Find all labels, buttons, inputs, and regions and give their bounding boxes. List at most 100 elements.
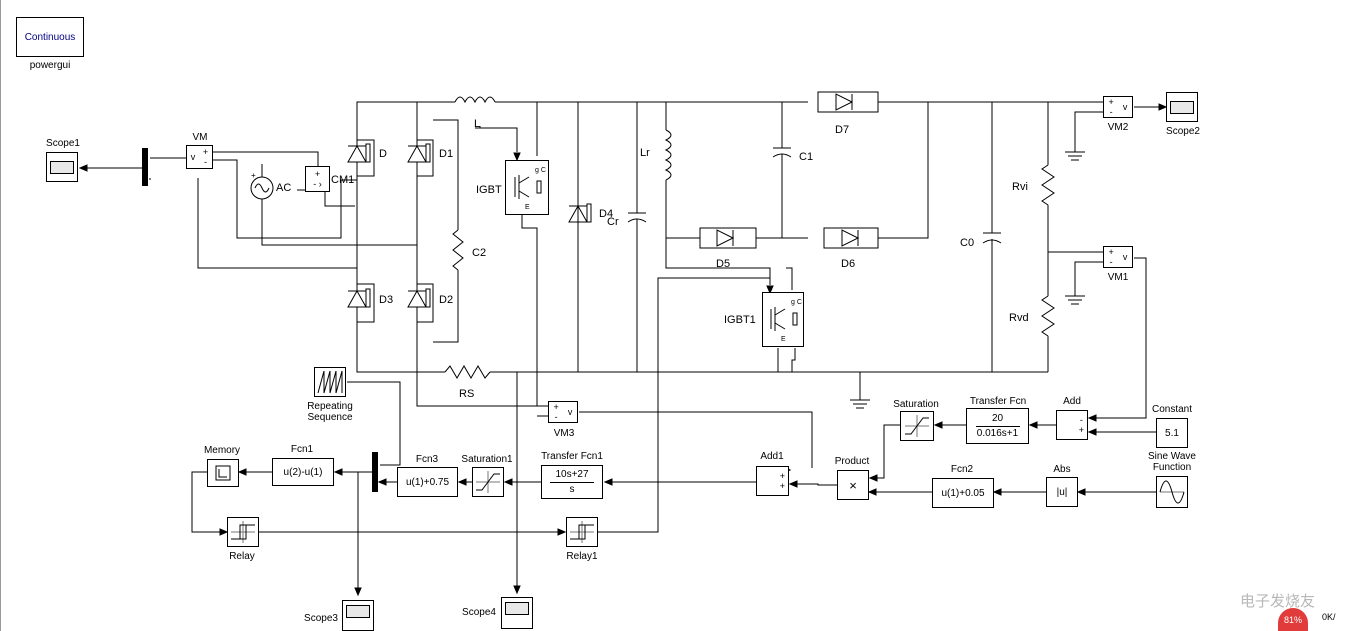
memory-block[interactable] [207,459,239,487]
scope4-block[interactable] [501,597,533,629]
scope-icon [346,605,370,618]
diode-d7-label: D7 [835,124,850,136]
vm1-sign-icon: v [1122,252,1128,262]
vm-label: VM [192,132,208,143]
diode-d2-label: D2 [439,294,454,306]
igbt-label: IGBT [476,184,502,196]
scope3-block[interactable] [342,600,374,631]
transfer-fcn1-block[interactable]: 10s+27 s [541,465,603,499]
vm2-polarity-icon: +- [1108,97,1114,117]
diode-d4-label: D4 [599,208,614,220]
cpu-badge-text: 81% [1283,614,1302,625]
vm2-block[interactable]: +- v [1103,96,1133,118]
scope1-label: Scope1 [46,138,80,149]
scope1-block[interactable] [46,152,78,182]
add-block[interactable]: -+ [1056,410,1088,440]
abs-label: Abs [1053,464,1071,475]
mux-control-block[interactable] [372,452,378,492]
scope-icon [505,602,529,615]
product-symbol: × [849,477,857,493]
diode-d6-label: D6 [841,258,856,270]
transfer-fcn1-fraction: 10s+27 s [550,469,594,496]
sine-wave-icon [1159,480,1185,504]
inductor-l-label: L [474,118,481,130]
add1-block[interactable]: ++ [756,466,789,496]
transfer-fcn1-numerator: 10s+27 [555,468,589,480]
constant-value: 5.1 [1165,427,1179,439]
add-signs-icon: -+ [1078,415,1084,435]
transfer-fcn-numerator: 20 [991,412,1004,424]
fraction-bar [975,425,1020,427]
capacitor-c1-label: C1 [799,151,814,163]
window-edge [0,0,1,631]
saturation1-block[interactable] [472,467,504,497]
saturation-icon [905,415,929,437]
diode-d5-label: D5 [716,258,731,270]
sawtooth-icon [317,370,343,394]
powergui-block[interactable]: Continuous [16,17,84,57]
cm1-plus-icon: + [314,169,321,179]
sine-wave-label: Sine Wave Function [1148,451,1196,473]
transfer-fcn-denominator: 0.016s+1 [976,427,1019,439]
vm-polarity-icon: +- [202,147,209,167]
inductor-lr-label: Lr [640,147,650,159]
repeating-sequence-block[interactable] [314,367,346,397]
igbt1-label: IGBT1 [724,314,756,326]
fcn1-expression: u(2)-u(1) [283,466,323,478]
vm2-sign-icon: v [1122,102,1128,112]
fcn2-expression: u(1)+0.05 [941,487,985,499]
fcn1-block[interactable]: u(2)-u(1) [272,458,334,486]
transfer-fcn1-denominator: s [569,483,575,495]
abs-symbol: |u| [1056,486,1068,498]
saturation-block[interactable] [900,411,934,441]
resistor-rs-label: RS [459,388,475,400]
diode-d3-label: D3 [379,294,394,306]
igbt-icon: g CE [770,299,802,343]
fcn3-expression: u(1)+0.75 [405,476,450,488]
powergui-block-text: Continuous [24,31,76,43]
relay-icon [570,521,594,543]
product-block[interactable]: × [837,470,869,500]
transfer-fcn1-label: Transfer Fcn1 [541,451,603,462]
vm1-block[interactable]: +-v [1103,246,1133,268]
saturation1-label: Saturation1 [461,454,513,465]
ac-plus-icon: + [251,171,256,180]
memory-icon [215,465,231,481]
add1-signs-icon: ++ [779,471,785,491]
cm1-block[interactable]: +- › [305,166,330,192]
cm1-minus-icon: - › [313,179,322,189]
resistor-rvd-label: Rvd [1009,312,1029,324]
svg-text:g C: g C [791,299,802,306]
sine-wave-block[interactable] [1156,476,1188,508]
transfer-fcn-fraction: 20 0.016s+1 [975,412,1020,440]
abs-block[interactable]: |u| [1046,477,1078,507]
vm-block[interactable]: v+- [186,145,213,169]
fcn1-label: Fcn1 [290,444,314,455]
watermark-text: 电子发烧友 [1240,593,1316,610]
relay-block[interactable] [227,517,259,547]
powergui-label: powergui [29,60,71,71]
scope2-block[interactable] [1166,92,1198,122]
cpu-badge[interactable]: 81% [1278,608,1308,631]
transfer-fcn-block[interactable]: 20 0.016s+1 [966,408,1029,444]
cm1-label: CM1 [331,174,355,186]
scope2-label: Scope2 [1166,126,1200,137]
vm1-label: VM1 [1107,272,1129,283]
mux-block[interactable] [142,148,148,186]
vm3-sign-icon: v [567,407,573,417]
saturation-label: Saturation [893,399,939,410]
relay-icon [231,521,255,543]
capacitor-cr-label: Cr [607,216,619,228]
fcn2-block[interactable]: u(1)+0.05 [932,478,994,508]
vm2-label: VM2 [1107,122,1129,133]
constant-block[interactable]: 5.1 [1156,418,1188,448]
diode-d-label: D [379,148,387,160]
fraction-bar [550,481,594,483]
fcn3-block[interactable]: u(1)+0.75 [397,467,458,497]
relay1-block[interactable] [566,517,598,547]
vm3-block[interactable]: +-v [548,401,578,423]
